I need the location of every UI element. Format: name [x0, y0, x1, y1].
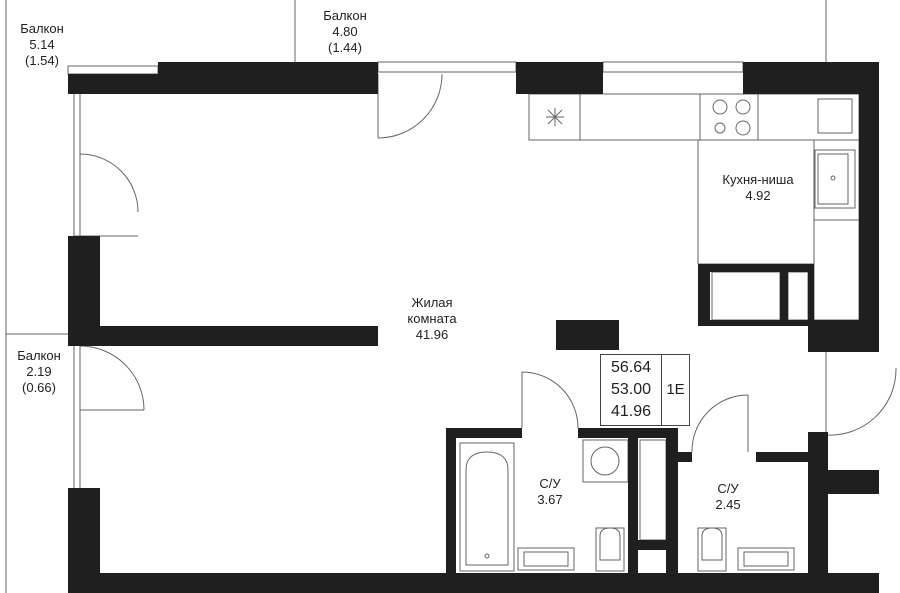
area-no-balcony: 53.00 [610, 381, 652, 398]
total-area: 56.64 [610, 359, 652, 376]
apartment-type: 1Е [666, 381, 685, 398]
door-bath-1 [521, 371, 579, 429]
label-kitchen: Кухня-ниша 4.92 [722, 172, 794, 203]
door-balcony-top [377, 73, 443, 139]
label-balcony-top: Балкон 4.80 (1.44) [323, 8, 367, 55]
label-balcony-left-bottom: Балкон 2.19 (0.66) [17, 348, 61, 395]
living-area: 41.96 [610, 403, 652, 420]
label-bathroom-1: С/У 3.67 [537, 476, 563, 507]
label-balcony-left-top: Балкон 5.14 (1.54) [20, 21, 64, 68]
door-balcony-left-top [79, 153, 139, 213]
door-entrance [825, 350, 897, 436]
door-bath-2 [691, 394, 749, 453]
label-bathroom-2: С/У 2.45 [715, 481, 741, 512]
walls [68, 62, 879, 593]
door-balcony-left-bottom [79, 345, 145, 411]
label-living-room: Жилая комната 41.96 [407, 295, 457, 342]
area-summary-box: 56.64 53.00 41.96 1Е [600, 354, 690, 426]
area-values: 56.64 53.00 41.96 [601, 355, 662, 425]
